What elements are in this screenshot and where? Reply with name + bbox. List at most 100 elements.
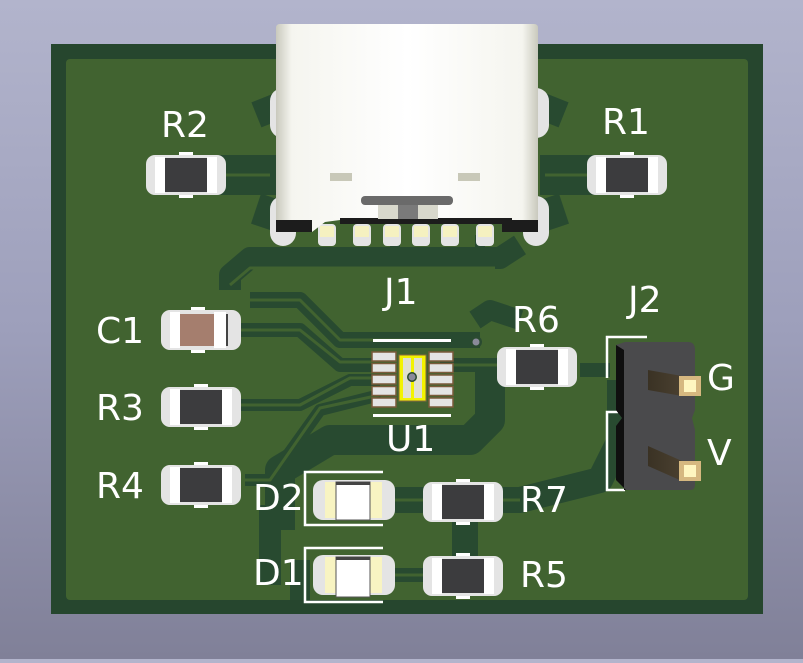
label-r6: R6: [512, 300, 560, 341]
j2-silk: [605, 410, 625, 492]
label-r7: R7: [520, 480, 568, 521]
d2-terminal: [370, 482, 382, 518]
resistor-silk: [456, 522, 470, 525]
ic-u1[interactable]: [371, 339, 454, 417]
label-r2: R2: [161, 105, 209, 146]
d1-edge: [336, 557, 370, 560]
label-r4: R4: [96, 466, 144, 507]
u1-pin-right: [428, 351, 454, 362]
c1-terminal: [170, 312, 180, 348]
resistor-r4[interactable]: [161, 462, 241, 508]
label-r5: R5: [520, 555, 568, 596]
resistor-body: [516, 350, 558, 384]
resistor-r6[interactable]: [497, 344, 577, 390]
resistor-terminal: [484, 484, 494, 520]
j2-pin-g: [648, 370, 682, 396]
resistor-terminal: [648, 157, 658, 193]
label-j1: J1: [382, 272, 418, 313]
resistor-body: [180, 390, 222, 424]
resistor-terminal: [155, 157, 165, 193]
resistor-terminal: [207, 157, 217, 193]
resistor-terminal: [432, 484, 442, 520]
u1-pins: [371, 351, 454, 408]
label-c1: C1: [96, 311, 144, 352]
led-d1[interactable]: [303, 546, 395, 604]
u1-pin-right: [428, 397, 454, 408]
label-u1: U1: [386, 419, 435, 460]
resistor-r1[interactable]: [587, 152, 667, 198]
resistor-silk: [530, 344, 544, 347]
u1-pin-left: [371, 397, 397, 408]
resistor-silk: [456, 596, 470, 599]
resistor-silk: [620, 152, 634, 155]
resistor-silk: [194, 462, 208, 465]
d1-lens: [335, 556, 371, 598]
usb-latch-marks: [330, 173, 480, 181]
resistor-silk: [194, 427, 208, 430]
c1-body: [180, 314, 214, 346]
resistor-silk: [194, 384, 208, 387]
u1-silk-bottom: [373, 414, 451, 417]
resistor-terminal: [506, 349, 516, 385]
label-r1: R1: [602, 102, 650, 143]
usb-tongue-center: [398, 205, 418, 219]
u1-pin-right: [428, 374, 454, 385]
resistor-terminal: [432, 558, 442, 594]
c1-silk: [191, 350, 205, 353]
led-d2[interactable]: [303, 470, 395, 527]
resistor-body: [606, 158, 648, 192]
d2-edge: [336, 482, 370, 485]
capacitor-c1[interactable]: [161, 307, 241, 353]
j2-body-shadow: [616, 345, 626, 490]
u1-pin-left: [371, 385, 397, 397]
u1-pin-left: [371, 362, 397, 374]
resistor-r5[interactable]: [423, 553, 503, 599]
resistor-silk: [620, 195, 634, 198]
j2-pin-g-face: [684, 380, 696, 392]
resistor-body: [442, 485, 484, 519]
resistor-r2[interactable]: [146, 152, 226, 198]
c1-silk: [191, 307, 205, 310]
d2-silk-outline: [303, 470, 383, 527]
resistor-silk: [456, 479, 470, 482]
resistors: [146, 152, 667, 599]
label-j2: J2: [626, 280, 662, 321]
u1-thermal-segment: [414, 358, 422, 398]
resistor-body: [442, 559, 484, 593]
resistor-r7[interactable]: [423, 479, 503, 525]
resistor-terminal: [222, 389, 232, 425]
u1-pin-right: [428, 385, 454, 397]
resistor-silk: [456, 553, 470, 556]
silkscreen-labels: R2 R1 J1 J2 R6 C1 R3 R4 U1 D2 D1 R7 R5 G…: [96, 102, 735, 596]
usb-tongue: [361, 196, 453, 205]
via: [470, 336, 482, 348]
usb-shell-shadow: [340, 218, 512, 224]
u1-pin-right: [428, 362, 454, 374]
d1-terminal: [325, 557, 337, 593]
resistor-silk: [530, 387, 544, 390]
u1-pin-left: [371, 351, 397, 362]
pin-header-j2[interactable]: [605, 335, 701, 492]
d2-lens: [335, 481, 371, 521]
label-j2-pin-v: V: [707, 433, 732, 474]
j2-silk: [605, 335, 647, 378]
usb-shell-shadow: [276, 220, 312, 232]
u1-via-hole: [408, 373, 416, 381]
u1-thermal-segment: [403, 358, 411, 398]
resistor-terminal: [558, 349, 568, 385]
resistor-silk: [179, 152, 193, 155]
resistor-terminal: [596, 157, 606, 193]
c1-edge: [226, 314, 228, 346]
resistor-terminal: [484, 558, 494, 594]
label-d1: D1: [253, 553, 304, 594]
resistor-silk: [179, 195, 193, 198]
resistor-terminal: [170, 389, 180, 425]
resistor-body: [165, 158, 207, 192]
resistor-terminal: [222, 467, 232, 503]
c1-terminal: [214, 312, 226, 348]
usb-c-connector-j1[interactable]: [270, 24, 549, 246]
resistor-body: [180, 468, 222, 502]
resistor-r3[interactable]: [161, 384, 241, 430]
